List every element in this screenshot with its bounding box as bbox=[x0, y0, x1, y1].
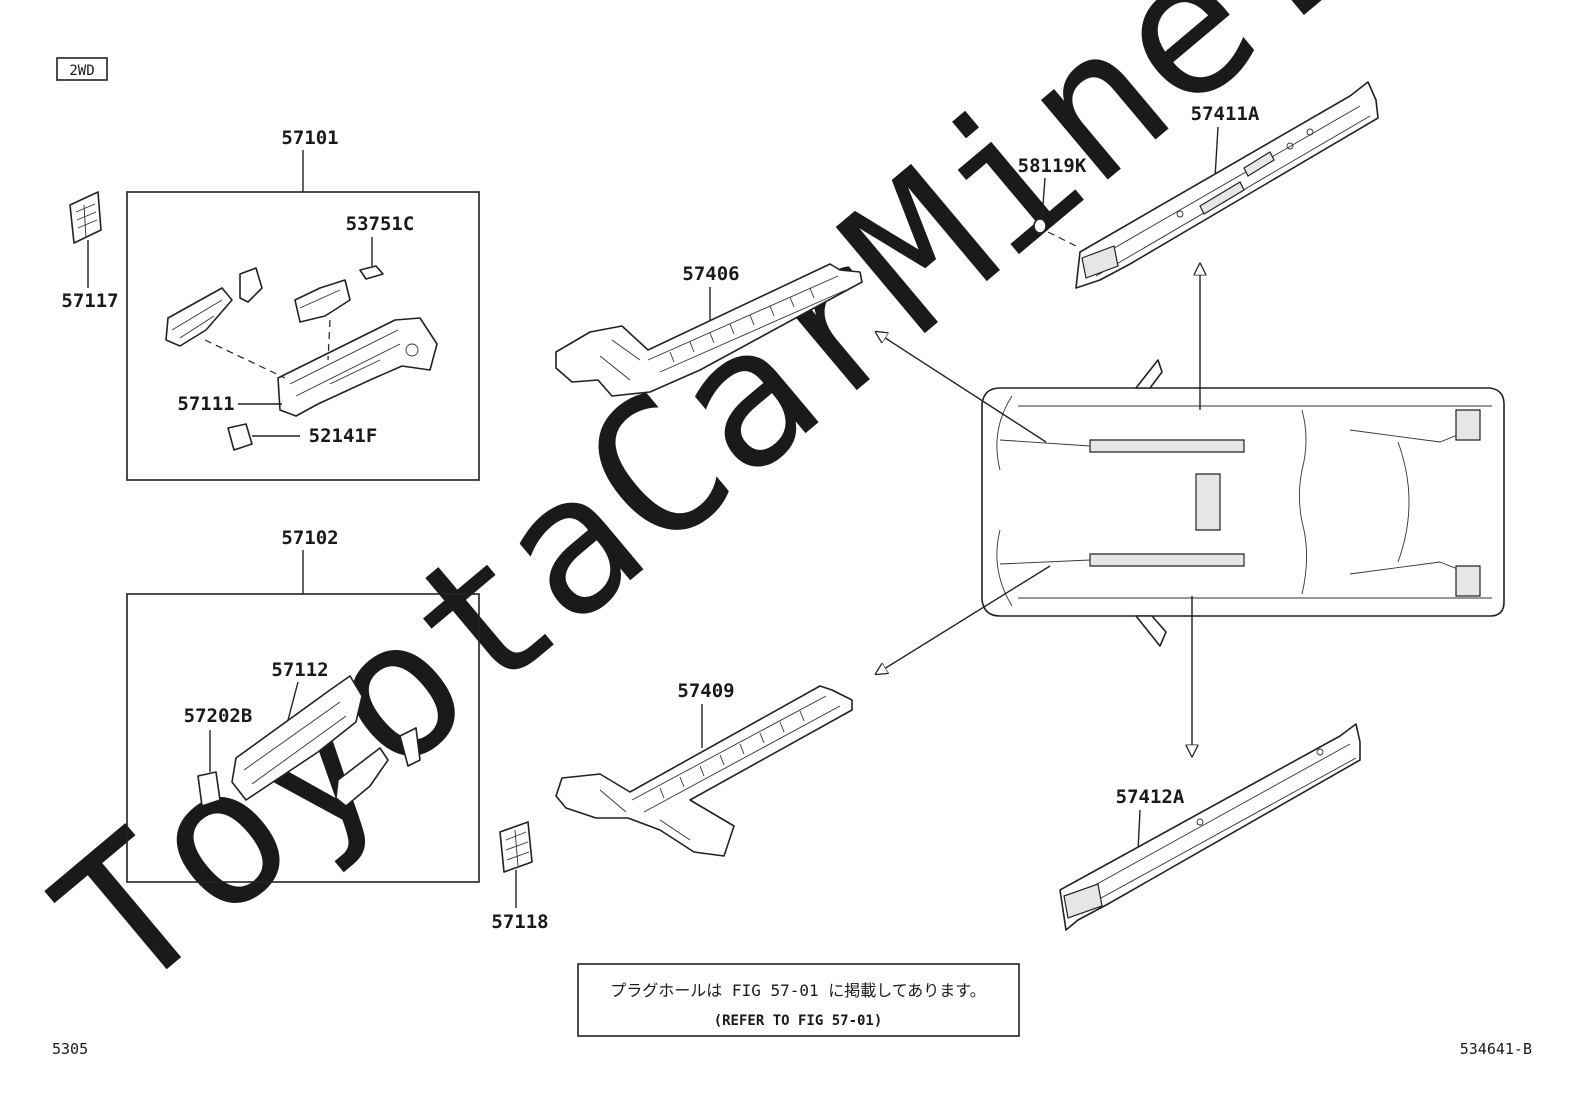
part-52141F-drawing[interactable] bbox=[227, 423, 253, 451]
part-label-57406[interactable]: 57406 bbox=[682, 263, 739, 285]
group-box-57102 bbox=[126, 593, 480, 883]
group-box-57101 bbox=[126, 191, 480, 481]
note-box bbox=[577, 963, 1020, 1037]
part-57118-drawing[interactable] bbox=[499, 821, 533, 873]
part-57412A-drawing[interactable] bbox=[1059, 723, 1361, 931]
page-number: 5305 bbox=[52, 1040, 88, 1058]
part-label-57118[interactable]: 57118 bbox=[491, 911, 548, 933]
part-57117-drawing[interactable] bbox=[69, 191, 102, 244]
part-label-57111[interactable]: 57111 bbox=[177, 393, 234, 415]
part-label-52141F[interactable]: 52141F bbox=[309, 425, 378, 447]
part-label-57202B[interactable]: 57202B bbox=[184, 705, 253, 727]
note-japanese: プラグホールは FIG 57-01 に掲載してあります。 bbox=[610, 981, 985, 1000]
figure-code: 534641-B bbox=[1460, 1040, 1532, 1058]
part-label-57412A[interactable]: 57412A bbox=[1116, 786, 1185, 808]
note-english: (REFER TO FIG 57-01) bbox=[714, 1013, 883, 1029]
part-label-57411A[interactable]: 57411A bbox=[1191, 103, 1260, 125]
part-label-57117[interactable]: 57117 bbox=[61, 290, 118, 312]
variant-tag-frame bbox=[56, 57, 108, 81]
part-label-57102[interactable]: 57102 bbox=[281, 527, 338, 549]
part-label-57101[interactable]: 57101 bbox=[281, 127, 338, 149]
part-57409-drawing[interactable] bbox=[555, 685, 853, 857]
part-57202B-drawing[interactable] bbox=[197, 771, 221, 807]
part-53751C-drawing[interactable] bbox=[359, 265, 384, 280]
part-label-57409[interactable]: 57409 bbox=[677, 680, 734, 702]
part-57411A-drawing[interactable] bbox=[1075, 81, 1379, 289]
variant-tag: 2WD bbox=[69, 63, 94, 79]
part-label-57112[interactable]: 57112 bbox=[271, 659, 328, 681]
part-57406-drawing[interactable] bbox=[555, 263, 863, 397]
part-label-58119K[interactable]: 58119K bbox=[1018, 155, 1087, 177]
part-57111-drawing[interactable] bbox=[165, 267, 438, 417]
part-57112-drawing[interactable] bbox=[231, 675, 421, 807]
body-underside bbox=[981, 359, 1505, 647]
part-58119K-drawing[interactable] bbox=[1033, 218, 1047, 234]
part-label-53751C[interactable]: 53751C bbox=[346, 213, 415, 235]
